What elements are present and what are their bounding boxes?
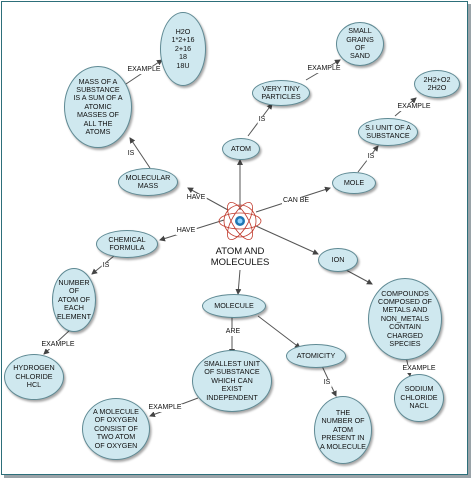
label-is-formula: IS [101,262,111,270]
label-is-atomicity: IS [322,379,332,387]
node-nacl: SODIUM CHLORIDE NACL [394,374,444,422]
node-h2o: H2O 1*2+16 2+16 18 18U [160,12,206,86]
label-example-sand: EXAMPLE [306,65,342,73]
label-example-nacl: EXAMPLE [401,365,437,373]
edge-center-molecular-mass [187,187,229,211]
node-atomicity: ATOMICITY [286,344,346,368]
node-smallest-unit: SMALLEST UNIT OF SUBSTANCE WHICH CAN EXI… [192,350,272,412]
node-sand: SMALL GRAINS OF SAND [336,22,384,66]
label-is-particles: IS [257,116,267,124]
label-example-reaction: EXAMPLE [396,103,432,111]
node-number-of-atoms: NUMBER OF ATOM OF EACH ELEMENT [52,268,96,332]
label-example-hcl: EXAMPLE [40,341,76,349]
label-can-be: CAN BE [281,197,311,205]
node-oxygen-molecule: A MOLECULE OF OXYGEN CONSIST OF TWO ATOM… [82,398,150,460]
node-molecule: MOLECULE [202,294,266,318]
label-have-mass: HAVE [185,194,207,202]
center-title: ATOM AND MOLECULES [205,246,275,268]
node-mole: MOLE [332,172,376,194]
label-is-mass: IS [126,150,136,158]
node-atom: ATOM [222,138,260,160]
node-compounds: COMPOUNDS COMPOSED OF METALS AND NON_MET… [368,278,442,360]
node-mass-definition: MASS OF A SUBSTANCE IS A SUM OF A ATOMIC… [64,66,132,148]
node-molecular-mass: MOLECULAR MASS [118,168,178,196]
label-example-oxygen: EXAMPLE [147,404,183,412]
edge-molecule-atomicity [257,315,301,349]
node-si-unit: S.I UNIT OF A SUBSTANCE [358,118,418,146]
edge-molecular-mass-mass-def [129,137,151,169]
center-title-line2: MOLECULES [210,256,270,268]
label-example-h2o: EXAMPLE [126,66,162,74]
edge-center-ion [255,225,319,255]
edge-ion-compounds [345,269,373,285]
center-title-line1: ATOM AND [215,246,265,257]
label-is-mole: IS [366,153,376,161]
label-are: ARE [224,328,242,336]
node-ion: ION [318,248,358,272]
node-hcl: HYDROGEN CHLORIDE HCL [4,354,64,400]
label-have-formula: HAVE [175,227,197,235]
node-particles: VERY TINY PARTICLES [252,80,310,106]
atom-icon [218,201,262,241]
node-reaction: 2H2+O2 2H2O [414,70,460,98]
node-chemical-formula: CHEMICAL FORMULA [96,230,158,258]
node-atom-count: THE NUMBER OF ATOM PRESENT IN A MOLECULE [314,396,372,464]
edge-center-molecule [235,269,242,295]
